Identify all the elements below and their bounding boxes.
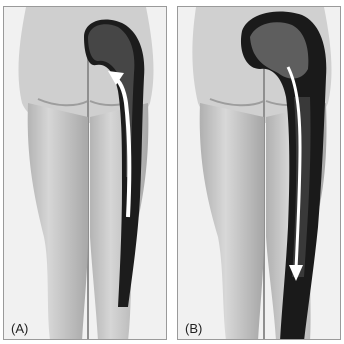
panel-a-illustration [4,7,167,340]
panel-b-label: (B) [183,321,204,336]
leg-left [200,103,264,340]
panel-b-illustration [178,7,341,340]
panel-a-label: (A) [9,321,30,336]
panel-b: (B) [177,6,341,340]
leg-left [28,103,88,340]
panel-a: (A) [3,6,167,340]
